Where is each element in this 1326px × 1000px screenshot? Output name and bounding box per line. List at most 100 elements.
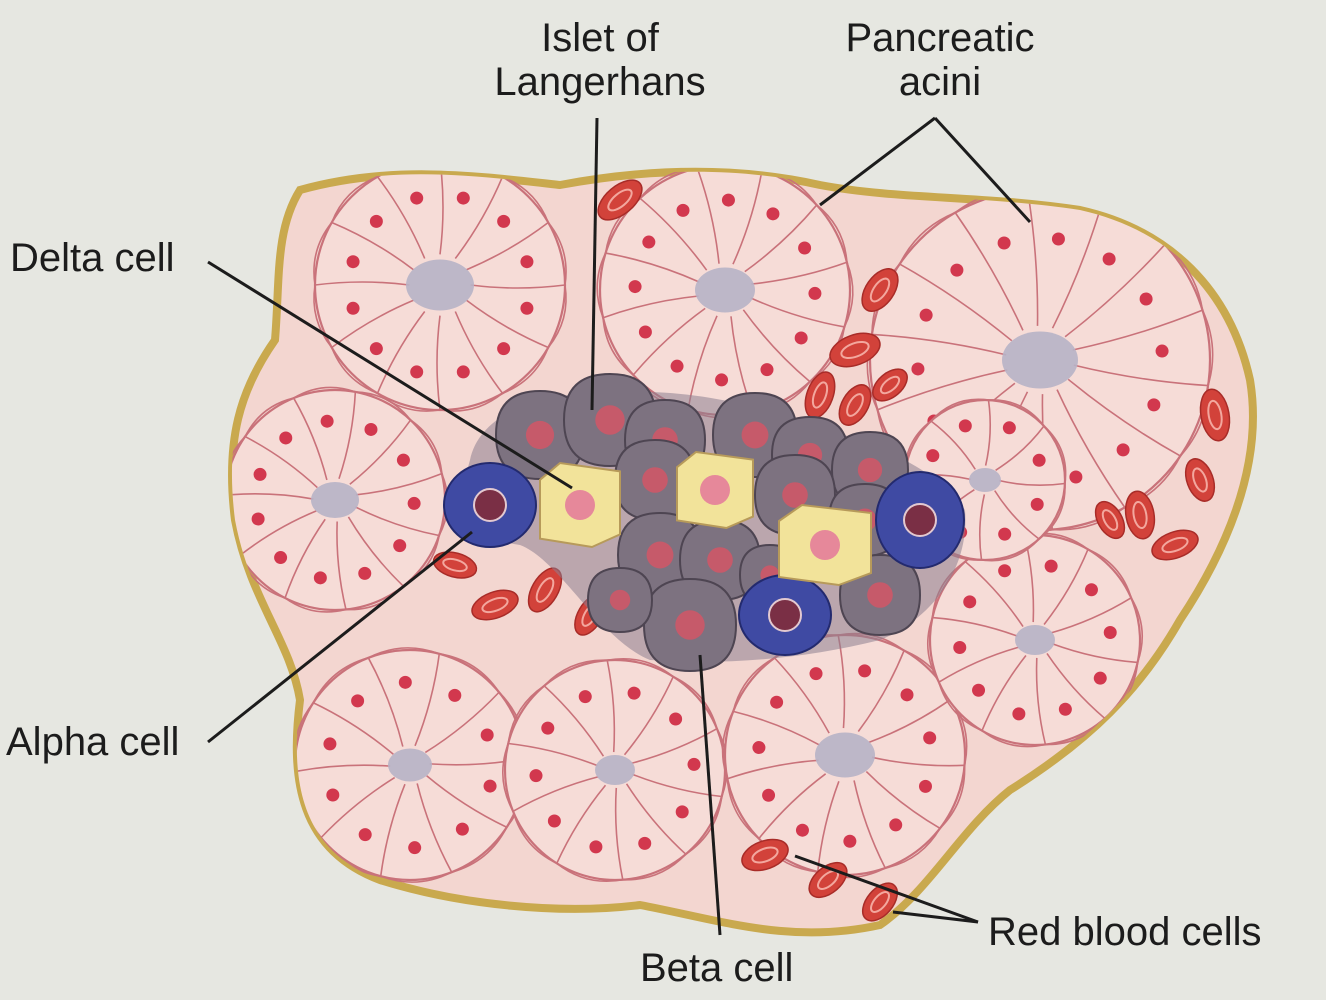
acinar-nucleus bbox=[950, 264, 963, 277]
acinar-nucleus bbox=[1147, 398, 1160, 411]
acinar-nucleus bbox=[254, 468, 267, 481]
beta-cell-nucleus bbox=[707, 547, 733, 573]
acinar-nucleus bbox=[457, 365, 470, 378]
acinar-nucleus bbox=[541, 722, 554, 735]
acinar-nucleus bbox=[1012, 707, 1025, 720]
acinar-nucleus bbox=[1103, 252, 1116, 265]
delta-cell bbox=[779, 505, 871, 585]
acinar-nucleus bbox=[858, 664, 871, 677]
acinar-nucleus bbox=[548, 814, 561, 827]
acinar-nucleus bbox=[589, 840, 602, 853]
acinar-nucleus bbox=[397, 454, 410, 467]
acinar-nucleus bbox=[456, 823, 469, 836]
acinar-nucleus bbox=[671, 360, 684, 373]
acinar-nucleus bbox=[410, 365, 423, 378]
acinar-nucleus bbox=[1085, 583, 1098, 596]
acinar-nucleus bbox=[359, 828, 372, 841]
acinar-nucleus bbox=[1052, 232, 1065, 245]
delta-cell-nucleus bbox=[810, 530, 840, 560]
acinar-nucleus bbox=[1104, 626, 1117, 639]
acinar-nucleus bbox=[1156, 345, 1169, 358]
label-islet-line1: Islet of bbox=[470, 16, 730, 60]
alpha-cell bbox=[876, 472, 964, 568]
acinar-nucleus bbox=[1031, 498, 1044, 511]
acinar-nucleus bbox=[843, 835, 856, 848]
delta-cell-nucleus bbox=[700, 475, 730, 505]
acinar-nucleus bbox=[1045, 560, 1058, 573]
acinar-nucleus bbox=[279, 431, 292, 444]
acinar-nucleus bbox=[529, 769, 542, 782]
acinar-nucleus bbox=[1140, 292, 1153, 305]
acinar-nucleus bbox=[808, 287, 821, 300]
acinar-nucleus bbox=[677, 204, 690, 217]
acinar-nucleus bbox=[920, 309, 933, 322]
acinar-nucleus bbox=[926, 449, 939, 462]
acinar-nucleus bbox=[766, 207, 779, 220]
beta-cell-nucleus bbox=[647, 542, 674, 569]
alpha-cell bbox=[444, 463, 536, 547]
acinar-nucleus bbox=[323, 737, 336, 750]
acinar-nucleus bbox=[998, 528, 1011, 541]
acinar-nucleus bbox=[715, 373, 728, 386]
acinar-nucleus bbox=[911, 362, 924, 375]
acinar-nucleus bbox=[497, 215, 510, 228]
acinar-nucleus bbox=[393, 539, 406, 552]
acinar-nucleus bbox=[919, 780, 932, 793]
acinar-nucleus bbox=[410, 192, 423, 205]
acinus-lumen bbox=[311, 482, 359, 518]
acinar-nucleus bbox=[638, 837, 651, 850]
acinar-nucleus bbox=[370, 342, 383, 355]
acinar-nucleus bbox=[408, 841, 421, 854]
acinar-nucleus bbox=[347, 302, 360, 315]
acinar-nucleus bbox=[351, 694, 364, 707]
acinar-nucleus bbox=[1117, 443, 1130, 456]
acinar-nucleus bbox=[972, 684, 985, 697]
acinus-lumen bbox=[1002, 332, 1078, 389]
acinar-nucleus bbox=[688, 758, 701, 771]
acinar-nucleus bbox=[669, 713, 682, 726]
acinar-nucleus bbox=[252, 513, 265, 526]
beta-cell-nucleus bbox=[595, 405, 624, 434]
acinus-lumen bbox=[695, 268, 755, 313]
acinar-nucleus bbox=[722, 194, 735, 207]
acinus-lumen bbox=[969, 468, 1001, 492]
label-alpha-cell: Alpha cell bbox=[6, 720, 179, 764]
acinar-nucleus bbox=[901, 688, 914, 701]
acinar-nucleus bbox=[762, 789, 775, 802]
beta-cell-nucleus bbox=[675, 610, 704, 639]
label-islet-of-langerhans: Islet of Langerhans bbox=[470, 16, 730, 104]
acinar-nucleus bbox=[770, 696, 783, 709]
acinar-nucleus bbox=[1094, 672, 1107, 685]
acinus-lumen bbox=[406, 260, 474, 311]
acinar-nucleus bbox=[998, 236, 1011, 249]
acinus-lumen bbox=[388, 749, 432, 782]
acinar-nucleus bbox=[629, 280, 642, 293]
alpha-cell bbox=[739, 575, 831, 655]
acinar-nucleus bbox=[484, 780, 497, 793]
acinar-nucleus bbox=[642, 236, 655, 249]
acinar-nucleus bbox=[399, 676, 412, 689]
acinar-cell-edge bbox=[1028, 188, 1103, 202]
label-acini-line1: Pancreatic bbox=[815, 16, 1065, 60]
acinar-nucleus bbox=[408, 497, 421, 510]
acinar-nucleus bbox=[796, 824, 809, 837]
acinar-nucleus bbox=[1033, 454, 1046, 467]
acinar-nucleus bbox=[795, 331, 808, 344]
acinar-nucleus bbox=[1069, 471, 1082, 484]
acinus-lumen bbox=[1015, 625, 1055, 655]
acinar-nucleus bbox=[520, 302, 533, 315]
acinar-nucleus bbox=[448, 689, 461, 702]
acinar-nucleus bbox=[274, 551, 287, 564]
acinar-nucleus bbox=[810, 667, 823, 680]
beta-cell bbox=[644, 579, 736, 671]
acinar-nucleus bbox=[481, 728, 494, 741]
beta-cell bbox=[588, 568, 652, 632]
acinar-nucleus bbox=[752, 741, 765, 754]
acinar-nucleus bbox=[1059, 703, 1072, 716]
acinar-nucleus bbox=[457, 192, 470, 205]
acinar-nucleus bbox=[639, 325, 652, 338]
acinar-nucleus bbox=[314, 571, 327, 584]
beta-cell-nucleus bbox=[742, 422, 769, 449]
